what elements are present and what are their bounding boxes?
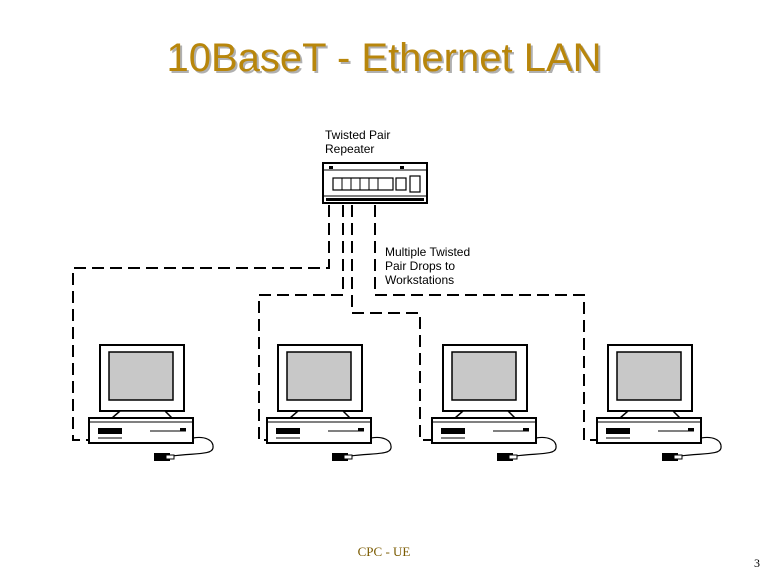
repeater-label-line1: Twisted Pair <box>325 128 391 142</box>
slide-footer: CPC - UE <box>357 544 411 559</box>
workstation-icon <box>431 344 558 462</box>
cable-drop-3 <box>351 205 432 441</box>
cable-drop-2 <box>258 205 344 441</box>
repeater-label-line2: Repeater <box>325 142 375 156</box>
slide-title: 10BaseT - Ethernet LAN <box>166 36 602 80</box>
cable-drop-1 <box>72 205 330 441</box>
repeater-label: Twisted Pair Repeater <box>325 128 390 156</box>
drops-label: Multiple Twisted Pair Drops to Workstati… <box>385 245 470 287</box>
page-number: 3 <box>754 556 760 570</box>
repeater-icon <box>322 162 428 204</box>
twisted-pair-cables <box>72 205 597 441</box>
workstation-icon <box>88 344 215 462</box>
drops-label-line1: Multiple Twisted <box>385 245 471 259</box>
workstation-icon <box>596 344 723 462</box>
workstation-icon <box>266 344 393 462</box>
drops-label-line3: Workstations <box>385 273 455 287</box>
cable-drop-4 <box>374 205 597 441</box>
drops-label-line2: Pair Drops to <box>385 259 456 273</box>
